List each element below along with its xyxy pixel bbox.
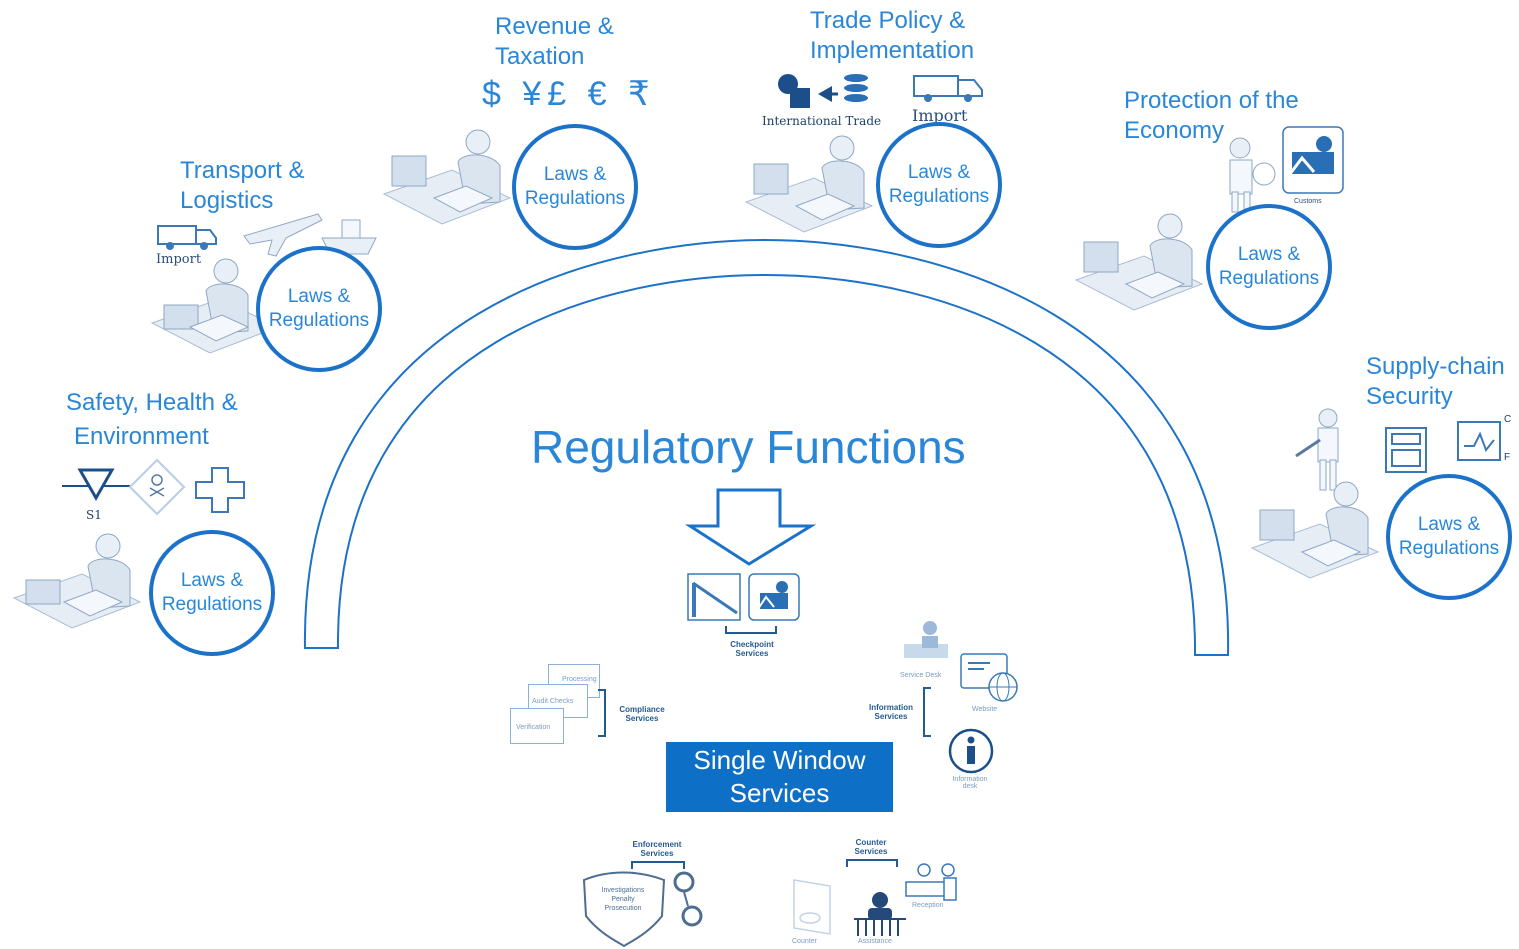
website-icon: [960, 653, 1018, 702]
supply-chain-title: Supply-chain Security: [1366, 352, 1505, 412]
website-label: Website: [972, 706, 998, 713]
title-line: Supply-chain: [1366, 353, 1505, 380]
s1-label: S1: [86, 508, 102, 522]
circle-label: Laws & Regulations: [888, 162, 990, 207]
counter-label: Counter: [792, 938, 817, 945]
monitor-graph-icon: [1457, 421, 1501, 461]
bracket-icon: [846, 859, 898, 867]
laws-regulations-circle: Laws & Regulations: [149, 530, 275, 656]
safety-title: Safety, Health & Environment: [66, 388, 238, 452]
economy-title: Protection of the Economy: [1124, 86, 1299, 146]
handcuffs-icon: [673, 871, 703, 927]
info-icon: [948, 728, 994, 774]
compliance-services-label: Compliance Services: [619, 705, 665, 723]
import-label: Import: [912, 106, 968, 125]
title-line: Economy: [1124, 117, 1225, 144]
laws-regulations-circle: Laws & Regulations: [256, 246, 382, 372]
processing-label: Processing: [562, 676, 597, 683]
laws-regulations-circle: Laws & Regulations: [512, 124, 638, 250]
laws-regulations-circle: Laws & Regulations: [1206, 204, 1332, 330]
circle-label: Laws & Regulations: [1398, 514, 1500, 559]
audit-checks-label: Audit Checks: [532, 698, 574, 705]
office-worker-icon: [1074, 213, 1204, 311]
reception-icon: [905, 863, 957, 901]
title-line: Transport &: [180, 157, 305, 184]
guard-lock-icon: [1229, 137, 1276, 213]
valve-icon: [62, 468, 130, 502]
bracket-icon: [631, 861, 685, 869]
barrier-icon: [687, 573, 741, 621]
title-line: Revenue &: [495, 13, 614, 40]
office-worker-icon: [1250, 481, 1380, 579]
airplane-icon: [243, 213, 323, 257]
checkpoint-services-label: Checkpoint Services: [730, 640, 774, 658]
badge-line: Penalty: [611, 896, 635, 903]
bracket-icon: [725, 626, 777, 634]
f-label: F: [1504, 452, 1511, 463]
information-desk-label: Information desk: [952, 776, 988, 790]
title-line: Security: [1366, 383, 1453, 410]
office-worker-icon: [744, 135, 874, 233]
counter-services-label: Counter Services: [854, 838, 888, 856]
title-line: Protection of the: [1124, 87, 1299, 114]
information-services-label: Information Services: [869, 703, 913, 721]
bracket-icon: [923, 687, 931, 737]
customs-label: Customs: [1294, 198, 1322, 205]
truck-icon: [157, 225, 217, 250]
first-aid-icon: [195, 467, 245, 513]
international-trade-label: International Trade: [762, 114, 882, 128]
bracket-icon: [598, 689, 606, 737]
customs-officer-icon: [748, 573, 800, 621]
laws-regulations-circle: Laws & Regulations: [876, 122, 1002, 248]
badge-icon: [582, 871, 666, 948]
badge-line: Investigations: [601, 887, 645, 894]
assistance-icon: [854, 892, 906, 936]
badge-line: Prosecution: [604, 905, 642, 912]
assistance-label: Assistance: [858, 938, 892, 945]
circle-label: Laws & Regulations: [268, 286, 370, 331]
circle-label: Laws & Regulations: [524, 164, 626, 209]
trade-title: Trade Policy & Implementation: [810, 6, 974, 66]
service-desk-label: Service Desk: [900, 672, 942, 679]
enforcement-services-label: Enforcement Services: [632, 840, 682, 858]
office-worker-icon: [12, 533, 142, 629]
inspector-icon: [1295, 408, 1339, 491]
title-line: Taxation: [495, 43, 585, 70]
circle-label: Laws & Regulations: [1218, 244, 1320, 289]
title-line: Safety, Health &: [66, 389, 238, 416]
service-desk-icon: [904, 621, 948, 658]
counter-icon: [793, 879, 831, 935]
verification-label: Verification: [516, 724, 551, 731]
title-line: Implementation: [810, 37, 975, 64]
title-line: Environment: [74, 423, 209, 450]
laws-regulations-circle: Laws & Regulations: [1386, 474, 1512, 600]
transport-title: Transport & Logistics: [180, 156, 305, 216]
truck-icon: [913, 75, 983, 102]
scanner-icon: [1385, 427, 1427, 473]
office-worker-icon: [382, 129, 512, 225]
badge-text: Investigations Penalty Prosecution: [592, 886, 654, 913]
currency-symbols: $ ¥£ € ₹: [482, 75, 656, 113]
title-line: Logistics: [180, 187, 274, 214]
c-label: C: [1504, 414, 1512, 425]
compliance-stack: Processing Audit Checks Verification: [510, 660, 600, 750]
office-worker-icon: [150, 258, 280, 354]
trade-exchange-icon: [778, 74, 868, 108]
reception-label: Reception: [912, 902, 944, 909]
down-arrow-icon: [684, 488, 817, 566]
page-title: Regulatory Functions: [531, 421, 966, 473]
hazard-icon: [128, 458, 186, 516]
import-label: Import: [156, 252, 202, 267]
customs-officer-icon: [1282, 126, 1344, 194]
single-window-label: Single Window Services: [693, 745, 866, 808]
title-line: Trade Policy &: [810, 7, 966, 34]
circle-label: Laws & Regulations: [161, 570, 263, 615]
single-window-box: Single Window Services: [666, 742, 893, 812]
revenue-title: Revenue & Taxation: [495, 12, 614, 72]
